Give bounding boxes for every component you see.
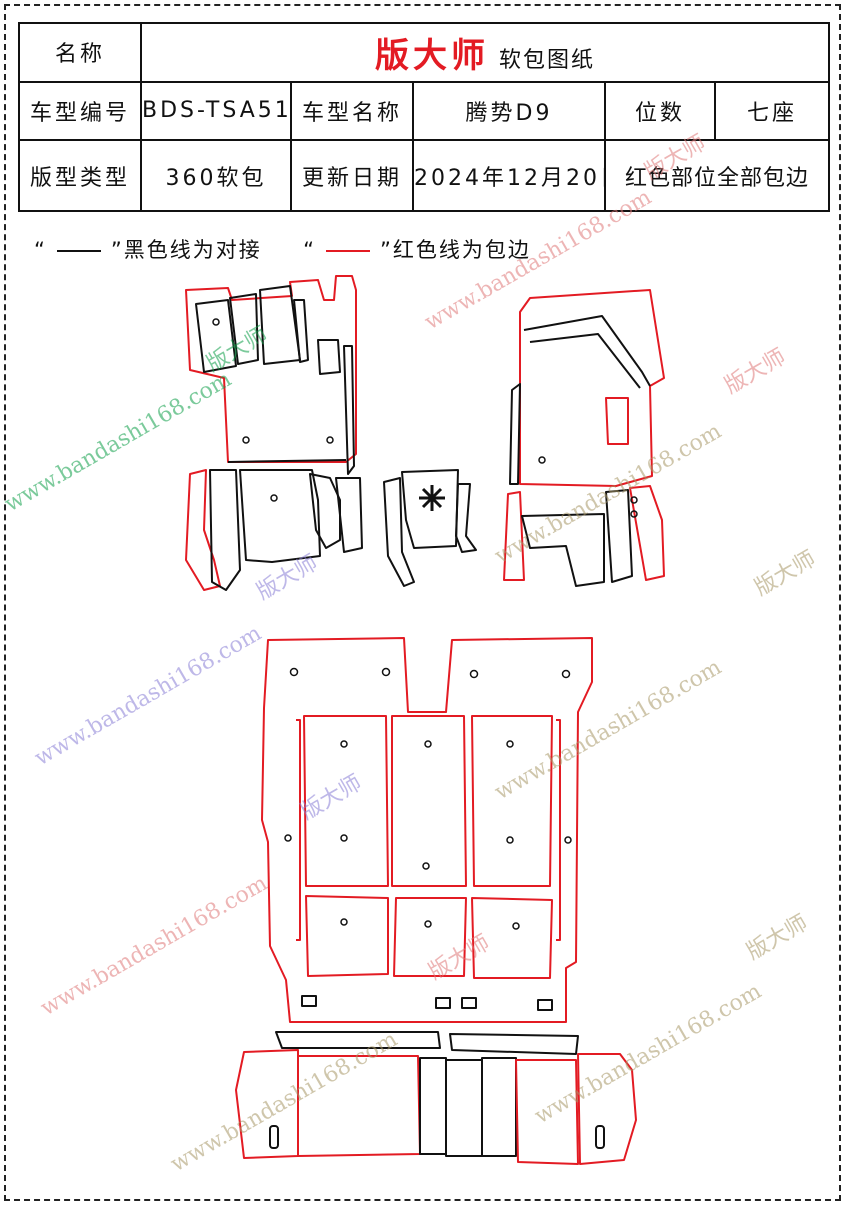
- front-right-lower-pieces: [503, 485, 665, 587]
- snowflake-emblem-icon: [419, 485, 445, 511]
- update-date: 2024年12月20日: [412, 139, 606, 212]
- legend-black-text: ”黑色线为对接: [110, 238, 262, 262]
- watermarks: www.bandashi168.com 版大师 www.bandashi168.…: [1, 131, 821, 1178]
- page-border: [4, 4, 841, 1201]
- mounting-holes: [212, 318, 638, 930]
- watermark-site-1: www.bandashi168.com: [1, 367, 236, 517]
- watermark-site-5: www.bandashi168.com: [491, 655, 726, 805]
- doc-type: 软包图纸: [499, 47, 596, 73]
- watermark-brand-1: 版大师: [203, 323, 273, 378]
- spec-table: 名称 版大师 软包图纸 车型编号 BDS-TSA5133S 车型名称 腾势D9 …: [18, 22, 831, 212]
- pattern-type-label: 版型类型: [18, 139, 142, 212]
- watermark-brand-3: 版大师: [721, 345, 791, 400]
- watermark-brand-4: 版大师: [253, 551, 323, 606]
- watermark-site-4: www.bandashi168.com: [31, 621, 266, 771]
- seats-value: 七座: [713, 80, 831, 142]
- watermark-brand-2: 版大师: [641, 131, 711, 186]
- watermark-brand-6: 版大师: [297, 771, 367, 826]
- third-row-floor-mat: [235, 1031, 637, 1165]
- front-right-mat: [509, 289, 665, 487]
- title-cell: 版大师 软包图纸: [139, 22, 831, 83]
- front-left-lower-pieces: [185, 469, 363, 591]
- model-code-label: 车型编号: [18, 80, 142, 142]
- model-code: BDS-TSA5133S: [140, 80, 292, 142]
- seats-label: 位数: [604, 80, 716, 142]
- brand-title: 版大师: [375, 35, 490, 76]
- pattern-type: 360软包: [140, 139, 292, 212]
- center-console-piece: [383, 469, 477, 587]
- legend: “ ”黑色线为对接 “ ”红色线为包边: [34, 234, 531, 264]
- front-left-mat: [185, 275, 357, 475]
- model-name: 腾势D9: [412, 80, 606, 142]
- name-label: 名称: [18, 22, 142, 83]
- red-line-swatch: [326, 250, 371, 252]
- watermark-site-6: www.bandashi168.com: [37, 871, 272, 1021]
- watermark-brand-5: 版大师: [751, 547, 821, 602]
- model-name-label: 车型名称: [290, 80, 414, 142]
- legend-red-open: “: [303, 238, 317, 262]
- watermark-site-2: www.bandashi168.com: [421, 185, 656, 335]
- legend-black-open: “: [34, 238, 47, 262]
- second-row-floor-mat: [261, 637, 593, 1023]
- legend-red-text: ”红色线为包边: [380, 238, 531, 262]
- black-line-swatch: [56, 250, 101, 252]
- watermark-brand-8: 版大师: [743, 911, 813, 966]
- binding-note: 红色部位全部包边: [603, 139, 831, 212]
- update-date-label: 更新日期: [290, 139, 414, 212]
